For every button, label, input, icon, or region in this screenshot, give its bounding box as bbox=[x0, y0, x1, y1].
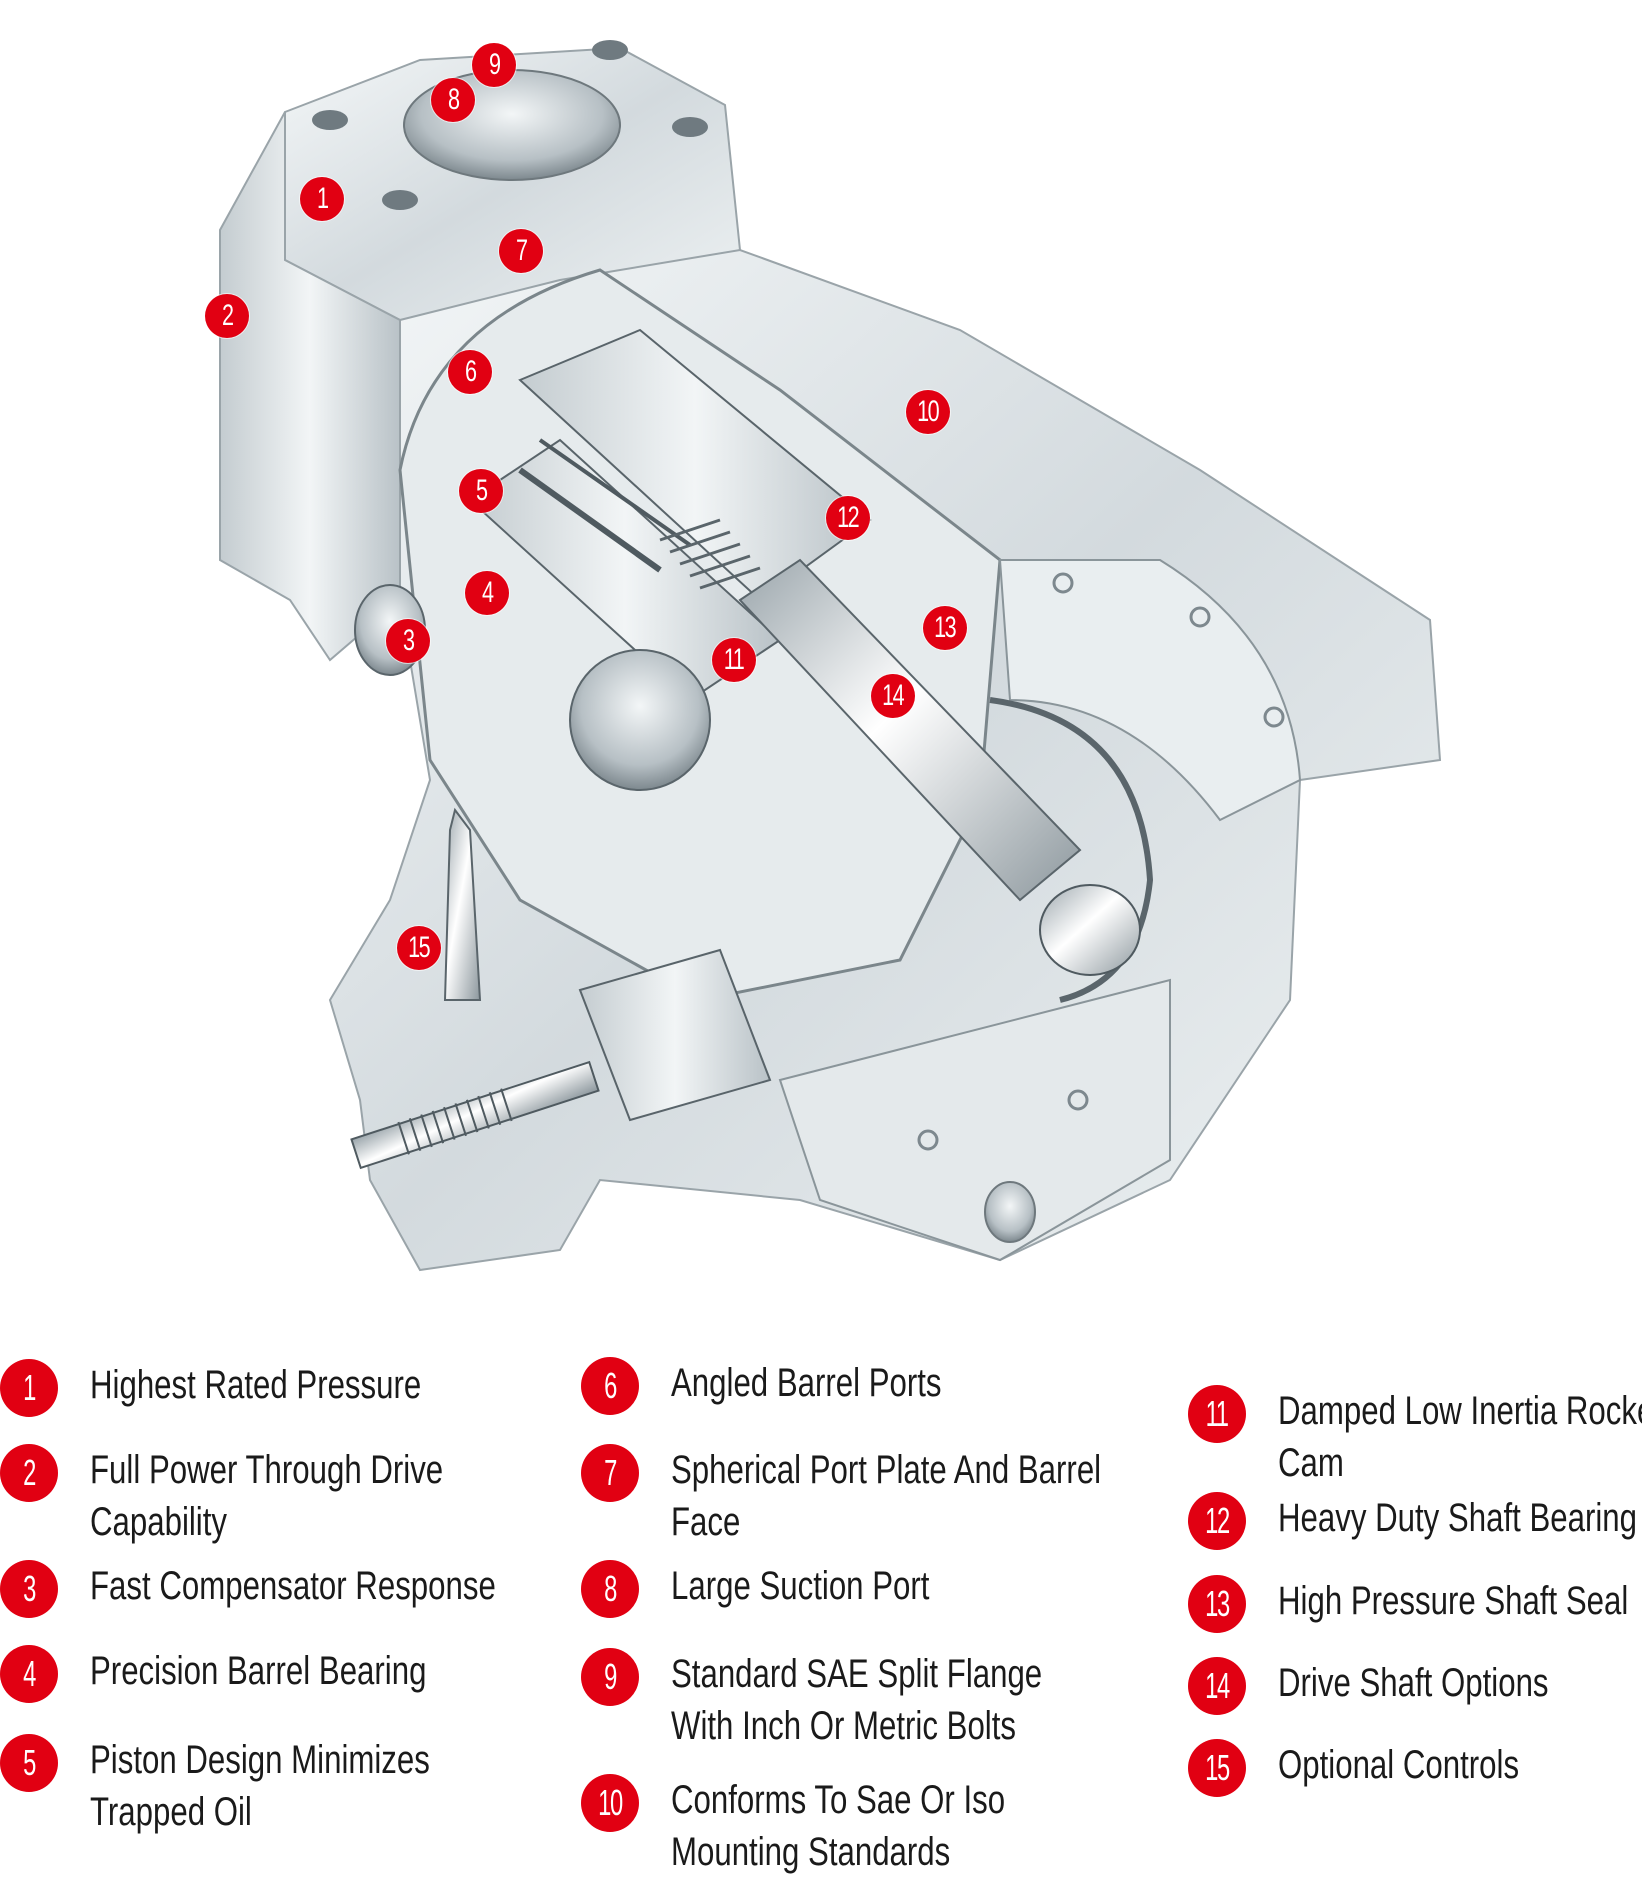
legend-number-badge: 8 bbox=[581, 1560, 639, 1618]
legend-item-4: 4 Precision Barrel Bearing bbox=[0, 1645, 521, 1703]
callout-marker-8: 8 bbox=[431, 78, 475, 122]
legend-number-badge: 3 bbox=[0, 1560, 58, 1618]
legend-number-badge: 2 bbox=[0, 1444, 58, 1502]
legend-label: Precision Barrel Bearing bbox=[90, 1649, 427, 1693]
legend-number-badge: 5 bbox=[0, 1734, 58, 1792]
callout-marker-14: 14 bbox=[871, 674, 915, 718]
callout-marker-13: 13 bbox=[923, 606, 967, 650]
callout-number: 10 bbox=[917, 395, 940, 428]
legend-item-12: 12 Heavy Duty Shaft Bearing bbox=[1188, 1492, 1642, 1550]
callout-marker-6: 6 bbox=[448, 350, 492, 394]
legend-label: Angled Barrel Ports bbox=[671, 1361, 942, 1405]
legend-item-14: 14 Drive Shaft Options bbox=[1188, 1657, 1625, 1715]
legend-label: Highest Rated Pressure bbox=[90, 1363, 422, 1407]
legend-item-13: 13 High Pressure Shaft Seal bbox=[1188, 1575, 1642, 1633]
callout-marker-5: 5 bbox=[459, 469, 503, 513]
callout-number: 8 bbox=[447, 83, 460, 116]
callout-marker-4: 4 bbox=[465, 571, 509, 615]
housing bbox=[219, 40, 1442, 1272]
callout-number: 14 bbox=[882, 679, 905, 712]
legend-label: Optional Controls bbox=[1278, 1743, 1520, 1787]
callout-marker-11: 11 bbox=[712, 638, 756, 682]
callout-number: 9 bbox=[488, 48, 501, 81]
callout-marker-12: 12 bbox=[826, 496, 870, 540]
callout-number: 12 bbox=[837, 501, 860, 534]
pump-illustration bbox=[219, 40, 1442, 1272]
legend-label: High Pressure Shaft Seal bbox=[1278, 1579, 1629, 1623]
legend-label: Drive Shaft Options bbox=[1278, 1661, 1549, 1705]
callout-number: 13 bbox=[934, 611, 957, 644]
callout-number: 11 bbox=[724, 643, 745, 676]
callout-marker-7: 7 bbox=[499, 229, 543, 273]
legend-number-badge: 6 bbox=[581, 1357, 639, 1415]
legend-number-badge: 1 bbox=[0, 1359, 58, 1417]
legend-label: Heavy Duty Shaft Bearing bbox=[1278, 1496, 1637, 1540]
legend-number-badge: 9 bbox=[581, 1648, 639, 1706]
callout-marker-2: 2 bbox=[205, 294, 249, 338]
callout-marker-9: 9 bbox=[472, 43, 516, 87]
callout-marker-15: 15 bbox=[397, 926, 441, 970]
legend-number-badge: 14 bbox=[1188, 1657, 1246, 1715]
legend-item-6: 6 Angled Barrel Ports bbox=[581, 1357, 1018, 1415]
callout-number: 2 bbox=[221, 299, 234, 332]
legend-item-3: 3 Fast Compensator Response bbox=[0, 1560, 610, 1618]
callout-number: 15 bbox=[408, 931, 431, 964]
callout-number: 4 bbox=[481, 576, 494, 609]
callout-number: 1 bbox=[316, 182, 329, 215]
legend-number-badge: 13 bbox=[1188, 1575, 1246, 1633]
callout-number: 6 bbox=[464, 355, 477, 388]
legend-number-badge: 12 bbox=[1188, 1492, 1246, 1550]
callout-marker-3: 3 bbox=[386, 619, 430, 663]
callout-number: 7 bbox=[515, 234, 528, 267]
callout-marker-1: 1 bbox=[300, 177, 344, 221]
legend-item-1: 1 Highest Rated Pressure bbox=[0, 1359, 515, 1417]
legend-number-badge: 15 bbox=[1188, 1739, 1246, 1797]
legend-number-badge: 11 bbox=[1188, 1385, 1246, 1443]
legend-number-badge: 10 bbox=[581, 1774, 639, 1832]
legend-number-badge: 4 bbox=[0, 1645, 58, 1703]
legend-label: Large Suction Port bbox=[671, 1564, 930, 1608]
callout-number: 5 bbox=[475, 474, 488, 507]
callout-marker-10: 10 bbox=[906, 390, 950, 434]
legend-item-8: 8 Large Suction Port bbox=[581, 1560, 1002, 1618]
callout-number: 3 bbox=[402, 624, 415, 657]
pump-cutaway-diagram: 1 2 3 4 5 6 7 8 9 10 11 12 13 14 15 bbox=[205, 40, 1442, 1272]
legend-label: Fast Compensator Response bbox=[90, 1564, 496, 1608]
legend-number-badge: 7 bbox=[581, 1444, 639, 1502]
legend-item-15: 15 Optional Controls bbox=[1188, 1739, 1587, 1797]
